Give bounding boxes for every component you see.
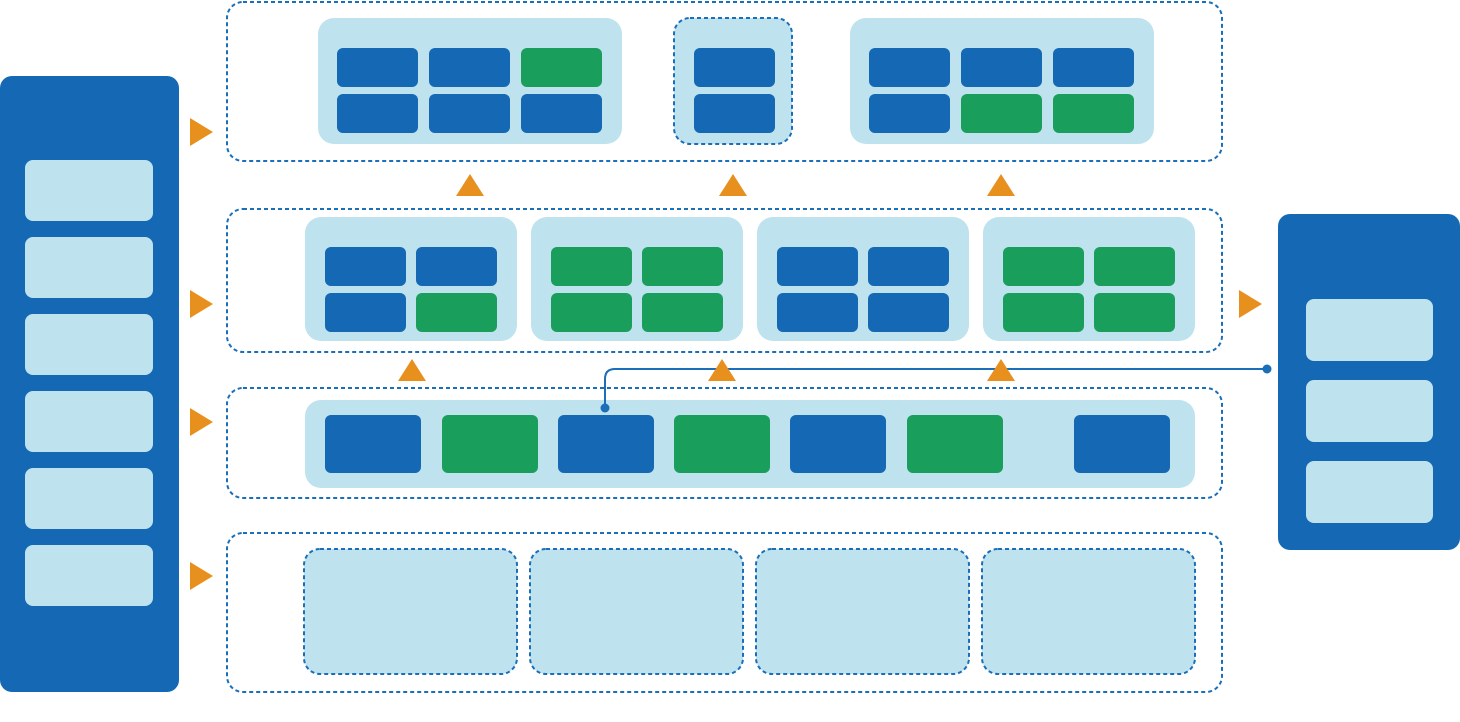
top-layer-cell — [429, 94, 510, 133]
left-panel-item — [25, 160, 153, 221]
connector-path — [604, 368, 1267, 408]
third-layer-cell — [558, 415, 654, 473]
top-layer-cell — [961, 48, 1042, 87]
bottom-layer-group — [529, 548, 744, 675]
third-layer-cell — [674, 415, 770, 473]
left-panel-item — [25, 545, 153, 606]
left-panel-item — [25, 391, 153, 452]
layer-bottom-container — [226, 532, 1223, 693]
third-layer-cell — [1074, 415, 1170, 473]
top-layer-cell — [521, 94, 602, 133]
second-layer-cell — [325, 247, 406, 286]
layer-top-container — [226, 1, 1223, 162]
up-arrow-icon — [719, 174, 747, 196]
second-layer-cell — [551, 247, 632, 286]
right-arrow-icon — [190, 290, 213, 318]
second-layer-cell — [551, 293, 632, 332]
third-layer-cell — [907, 415, 1003, 473]
left-panel-item — [25, 314, 153, 375]
third-layer-cell — [790, 415, 886, 473]
bottom-layer-group — [981, 548, 1196, 675]
second-layer-cell — [868, 293, 949, 332]
left-panel-background — [0, 76, 179, 692]
up-arrow-icon — [987, 359, 1015, 381]
second-layer-cell — [777, 293, 858, 332]
bottom-layer-group — [303, 548, 518, 675]
top-layer-cell — [1053, 48, 1134, 87]
top-layer-cell — [694, 94, 775, 133]
connector-dot-left — [600, 403, 610, 413]
top-layer-cell — [337, 94, 418, 133]
up-arrow-icon — [987, 174, 1015, 196]
second-layer-cell — [642, 293, 723, 332]
right-panel-item — [1306, 380, 1433, 442]
top-layer-cell — [1053, 94, 1134, 133]
top-layer-cell — [521, 48, 602, 87]
right-arrow-icon — [190, 562, 213, 590]
second-layer-cell — [1094, 247, 1175, 286]
connector-line — [600, 364, 1272, 413]
top-layer-cell — [961, 94, 1042, 133]
layer-second-container — [226, 208, 1223, 353]
top-layer-cell — [869, 48, 950, 87]
top-layer-cell — [337, 48, 418, 87]
up-arrow-icon — [398, 359, 426, 381]
second-layer-cell — [1094, 293, 1175, 332]
right-arrow-icon — [1239, 290, 1262, 318]
top-layer-cell — [869, 94, 950, 133]
second-layer-cell — [642, 247, 723, 286]
left-panel-item — [25, 468, 153, 529]
second-layer-cell — [1003, 247, 1084, 286]
bottom-layer-group — [755, 548, 970, 675]
up-arrow-icon — [708, 359, 736, 381]
second-layer-cell — [868, 247, 949, 286]
right-panel-item — [1306, 461, 1433, 523]
right-panel-item — [1306, 299, 1433, 361]
connector-dot-right — [1262, 364, 1272, 374]
left-panel-item — [25, 237, 153, 298]
third-layer-cell — [442, 415, 538, 473]
left-panel — [0, 76, 179, 692]
second-layer-cell — [777, 247, 858, 286]
top-layer-cell — [429, 48, 510, 87]
right-arrow-icon — [190, 408, 213, 436]
second-layer-cell — [416, 293, 497, 332]
second-layer-cell — [1003, 293, 1084, 332]
right-panel — [1278, 214, 1460, 550]
third-layer-cell — [325, 415, 421, 473]
layer-third-container — [226, 387, 1223, 499]
second-layer-cell — [325, 293, 406, 332]
top-layer-cell — [694, 48, 775, 87]
second-layer-cell — [416, 247, 497, 286]
up-arrow-icon — [456, 174, 484, 196]
right-arrow-icon — [190, 118, 213, 146]
